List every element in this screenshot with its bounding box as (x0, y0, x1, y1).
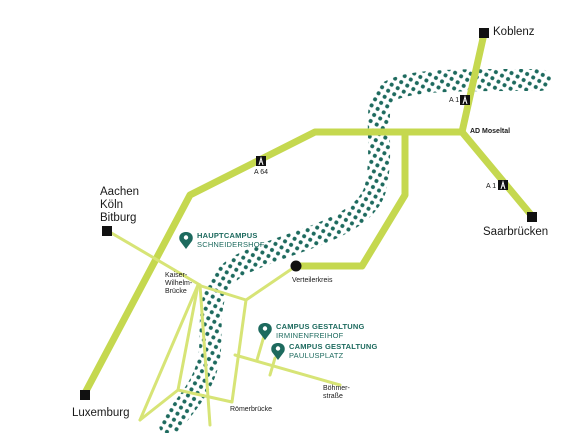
place-label-kaiser-line2: Wilhelm- (165, 280, 193, 288)
highway-icon-a1-south (498, 180, 508, 190)
campus-label-paulusplatz[interactable]: CAMPUS GESTALTUNG PAULUSPLATZ (289, 342, 378, 360)
campus-sub-hauptcampus: SCHNEIDERSHOF (197, 240, 265, 249)
city-label-koblenz: Koblenz (493, 26, 535, 38)
place-label-kaiser-wilhelm-bruecke: Kaiser- Wilhelm- Brücke (165, 272, 192, 296)
place-label-boehmer-line1: Böhmer- (323, 385, 350, 392)
highway-icon-a64 (256, 156, 266, 166)
city-label-luxemburg: Luxemburg (72, 407, 130, 419)
city-marker-icon-saarbruecken (527, 212, 537, 222)
road-label-a1-south: A 1 (486, 183, 497, 190)
location-pin-icon-irminenfreihof (258, 323, 272, 340)
place-label-boehmer-line2: straße (323, 393, 343, 401)
road-a1-north (458, 30, 488, 136)
road-a64 (81, 128, 466, 397)
place-label-verteilerkreis: Verteilerkreis (292, 277, 333, 284)
city-label-bitburg: Bitburg (100, 212, 137, 224)
campus-label-hauptcampus[interactable]: HAUPTCAMPUS SCHNEIDERSHOF (197, 231, 265, 249)
road-a1-south (458, 128, 536, 220)
road-inner-4 (198, 283, 212, 427)
campus-label-irminenfreihof[interactable]: CAMPUS GESTALTUNG IRMINENFREIHOF (276, 322, 365, 340)
city-marker-icon-luxemburg (80, 390, 90, 400)
road-inner-2 (176, 298, 248, 404)
road-inner-3 (233, 353, 342, 387)
road-inner-6 (268, 356, 277, 377)
location-pin-icon-paulusplatz (271, 343, 285, 360)
place-label-kaiser-line3: Brücke (165, 288, 187, 296)
city-label-koeln: Köln (100, 199, 124, 211)
roundabout-dot-icon (290, 260, 302, 272)
river-mosel (159, 68, 551, 433)
road-kaiser-bridge (138, 264, 298, 422)
campus-sub-irminenfreihof: IRMINENFREIHOF (276, 331, 344, 340)
road-label-a1-north: A 1 (449, 97, 460, 104)
campus-title-irminenfreihof: CAMPUS GESTALTUNG (276, 322, 365, 331)
place-label-kaiser-line1: Kaiser- (165, 272, 188, 279)
road-b51 (292, 128, 409, 270)
city-label-aachen: Aachen (100, 186, 140, 198)
campus-title-paulusplatz: CAMPUS GESTALTUNG (289, 342, 378, 351)
highway-icon-a1-north (460, 95, 470, 105)
campus-title-hauptcampus: HAUPTCAMPUS (197, 231, 258, 240)
road-label-ad-moseltal: AD Moseltal (470, 128, 511, 135)
city-marker-icon-aachen (102, 226, 112, 236)
road-aachen (106, 229, 202, 287)
road-label-a64: A 64 (254, 169, 269, 176)
city-marker-icon-koblenz (479, 28, 489, 38)
place-label-roemerbruecke: Römerbrücke (230, 406, 273, 413)
location-pin-icon-hauptcampus (179, 232, 193, 249)
city-label-saarbruecken: Saarbrücken (483, 226, 549, 238)
campus-sub-paulusplatz: PAULUSPLATZ (289, 351, 344, 360)
place-label-boehmerstrasse: Böhmer- straße (323, 385, 350, 401)
road-inner-5 (255, 334, 266, 362)
